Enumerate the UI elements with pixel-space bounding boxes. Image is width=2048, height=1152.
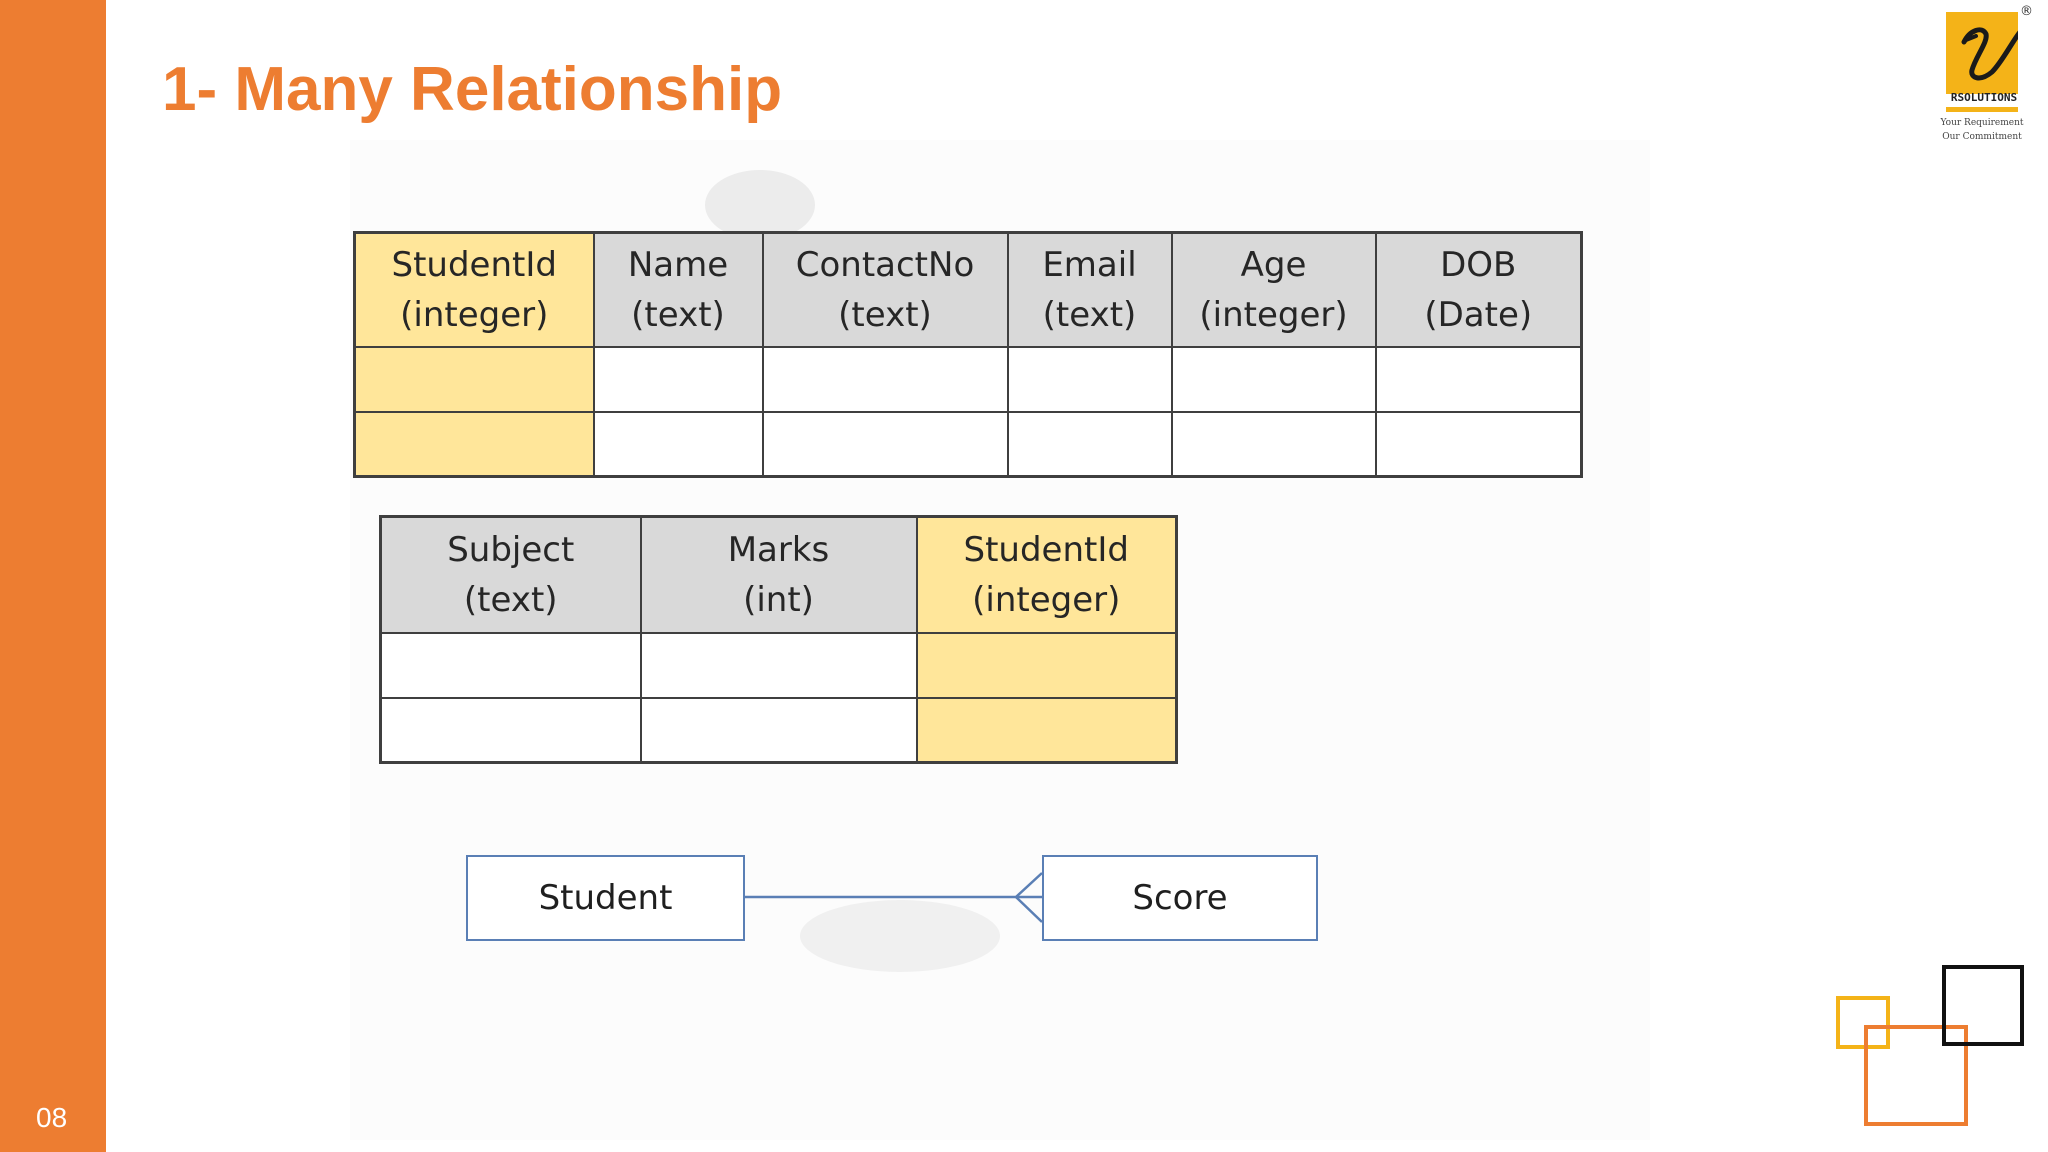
table-cell [639, 696, 918, 764]
logo-tagline: Your Requirement Our Commitment [1940, 116, 2024, 144]
key-cell [915, 696, 1178, 764]
student-table: StudentId (integer) Name (text) ContactNo (… [353, 231, 1583, 478]
table-cell [1170, 345, 1377, 413]
column-type: (integer) [400, 294, 549, 335]
column-name: StudentId [391, 244, 557, 285]
table-cell [379, 696, 642, 764]
column-type: (text) [463, 579, 558, 620]
score-table-header-row: Subject (text) Marks (int) StudentId (integ… [379, 515, 1178, 634]
column-name: StudentId [963, 529, 1129, 570]
logo-rule [1946, 107, 2018, 112]
column-type: (int) [743, 579, 814, 620]
table-cell [592, 410, 764, 478]
crows-foot-many-icon [1014, 872, 1043, 923]
table-cell [379, 631, 642, 699]
column-type: (Date) [1424, 294, 1533, 335]
score-table: Subject (text) Marks (int) StudentId (integ… [379, 515, 1178, 764]
student-entity-box: Student [466, 855, 745, 941]
table-cell [761, 345, 1009, 413]
column-name: Marks [727, 529, 830, 570]
registered-mark: ® [2020, 4, 2033, 19]
column-type: (integer) [1199, 294, 1348, 335]
score-entity-box: Score [1042, 855, 1318, 941]
table-row [353, 345, 1583, 413]
student-column-header: StudentId (integer) [353, 231, 595, 348]
table-cell [761, 410, 1009, 478]
watermark-arc-top [705, 170, 815, 240]
table-cell [639, 631, 918, 699]
company-logo-mark [1946, 12, 2018, 94]
student-column-header: Email (text) [1006, 231, 1173, 348]
score-column-header: Subject (text) [379, 515, 642, 634]
column-name: Age [1240, 244, 1307, 285]
student-column-header: DOB (Date) [1374, 231, 1583, 348]
score-column-header: StudentId (integer) [915, 515, 1178, 634]
column-type: (text) [631, 294, 725, 335]
student-table-header-row: StudentId (integer) Name (text) ContactNo (… [353, 231, 1583, 348]
column-name: Email [1042, 244, 1137, 285]
student-column-header: Name (text) [592, 231, 764, 348]
logo-r-icon [1961, 27, 2018, 81]
key-cell [353, 345, 595, 413]
table-row [379, 696, 1178, 764]
student-column-header: ContactNo (text) [761, 231, 1009, 348]
decorative-square-orange [1864, 1025, 1968, 1126]
logo-tagline-line: Your Requirement [1940, 118, 2024, 128]
logo-brand-name: RSOLUTIONS [1950, 91, 2018, 104]
decorative-square-yellow [1836, 996, 1890, 1049]
sidebar-band [0, 0, 106, 1152]
table-cell [1170, 410, 1377, 478]
table-cell [1374, 410, 1583, 478]
column-type: (integer) [972, 579, 1121, 620]
key-cell [915, 631, 1178, 699]
column-name: ContactNo [795, 244, 975, 285]
table-row [353, 410, 1583, 478]
column-name: Subject [447, 529, 575, 570]
watermark-arc-bottom [800, 900, 1000, 972]
page-number: 08 [36, 1102, 68, 1133]
column-name: Name [627, 244, 729, 285]
table-cell [1006, 345, 1173, 413]
column-name: DOB [1440, 244, 1517, 285]
table-cell [1006, 410, 1173, 478]
logo-tagline-line: Our Commitment [1942, 132, 2022, 142]
table-cell [1374, 345, 1583, 413]
score-column-header: Marks (int) [639, 515, 918, 634]
key-cell [353, 410, 595, 478]
table-cell [592, 345, 764, 413]
slide-title: 1- Many Relationship [162, 55, 783, 124]
decorative-square-black [1942, 965, 2024, 1046]
column-type: (text) [838, 294, 932, 335]
student-column-header: Age (integer) [1170, 231, 1377, 348]
table-row [379, 631, 1178, 699]
column-type: (text) [1042, 294, 1137, 335]
